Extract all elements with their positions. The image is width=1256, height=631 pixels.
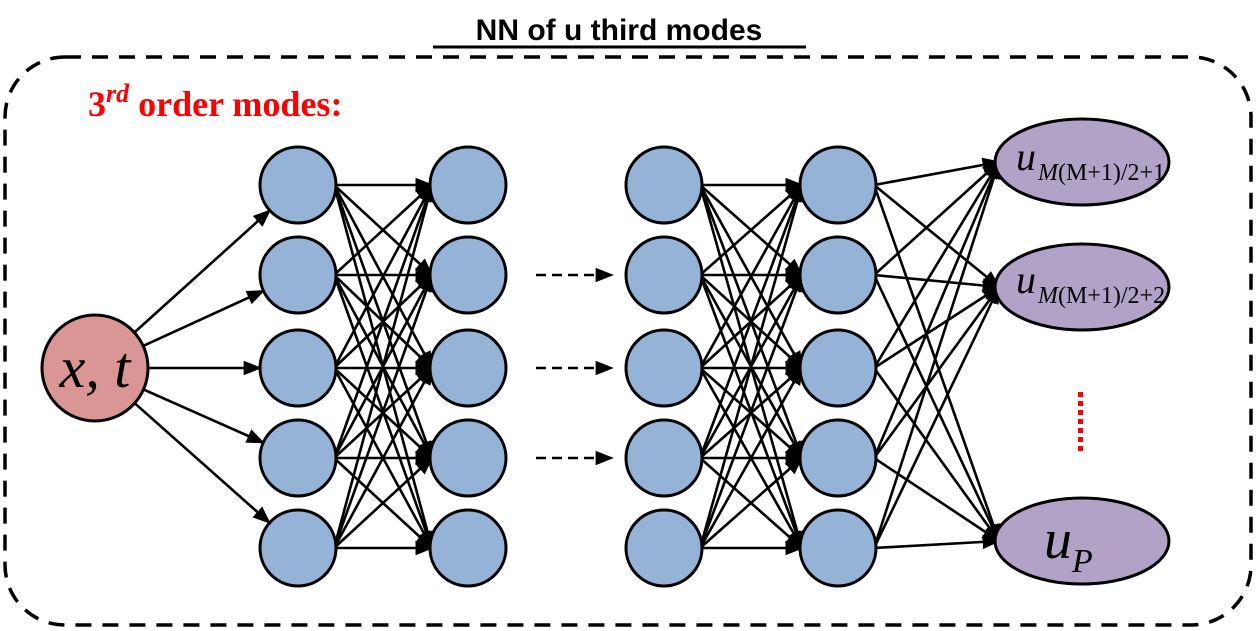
- ellipsis-dot: [1078, 419, 1083, 424]
- hidden-node-l2-n3: [428, 328, 508, 408]
- input-node-label: x, t: [59, 335, 133, 400]
- connection-hidden: [333, 183, 434, 276]
- connection-to-output: [873, 285, 1001, 370]
- ellipsis-dot: [1078, 392, 1083, 397]
- diagram-title: NN of u third modes: [476, 14, 763, 47]
- connection-input-to-l1: [142, 388, 265, 444]
- connection-hidden: [333, 456, 434, 549]
- hidden-node-l1-n1: [258, 145, 338, 225]
- hidden-node-l3-n1: [624, 145, 704, 225]
- input-node: x, t: [40, 313, 150, 423]
- connection-to-output: [872, 160, 1001, 369]
- hidden-node-l3-n5: [624, 508, 704, 588]
- connection-input-to-l1: [133, 209, 272, 334]
- continuation-arrows: [536, 267, 614, 466]
- connection-input-to-l1: [133, 402, 271, 524]
- connection-hidden: [332, 366, 434, 549]
- connection-to-output: [873, 456, 1001, 543]
- connection-to-output: [873, 157, 1001, 187]
- dashed-frame: [3, 55, 1253, 627]
- vertical-ellipsis: [1078, 392, 1083, 451]
- connection-hidden: [332, 183, 434, 369]
- connection-to-output: [873, 160, 1001, 276]
- nodes: x, t: [40, 145, 878, 588]
- hidden-node-l4-n1: [798, 145, 878, 225]
- ellipsis-dot: [1078, 428, 1083, 433]
- output-node-1-label: uM(M+1)/2+1: [1016, 134, 1165, 186]
- hidden-node-l1-n4: [258, 418, 338, 498]
- connection-input-to-l1: [142, 289, 266, 348]
- hidden-node-l2-n5: [428, 508, 508, 588]
- connection-to-output: [872, 160, 1001, 459]
- hidden-node-l4-n4: [798, 418, 878, 498]
- output-node-p: uP: [993, 496, 1171, 586]
- hidden-node-l4-n5: [798, 508, 878, 588]
- connection-to-output: [874, 534, 1001, 550]
- connection-hidden: [332, 183, 434, 459]
- connection-hidden: [332, 183, 435, 549]
- connection-hidden: [698, 183, 804, 369]
- output-node-2-label: uM(M+1)/2+2: [1016, 257, 1165, 309]
- hidden-node-l2-n4: [428, 418, 508, 498]
- output-node-2: uM(M+1)/2+2: [993, 242, 1171, 332]
- section-label-superscript: rd: [106, 79, 130, 108]
- ellipsis-dot: [1078, 410, 1083, 415]
- section-label: 3rd order modes:: [88, 79, 342, 124]
- output-nodes: uM(M+1)/2+1 uM(M+1)/2+2 uP: [993, 117, 1171, 586]
- hidden-node-l3-n4: [624, 418, 704, 498]
- hidden-node-l3-n2: [624, 235, 704, 315]
- connection-to-output: [872, 184, 1001, 543]
- connections: [133, 157, 1001, 556]
- connection-to-output: [872, 285, 1001, 549]
- hidden-node-l4-n3: [798, 328, 878, 408]
- section-label-number: 3: [88, 84, 106, 124]
- hidden-node-l3-n3: [624, 328, 704, 408]
- ellipsis-dot: [1078, 401, 1083, 406]
- ellipsis-dot: [1078, 446, 1083, 451]
- connection-to-output: [873, 285, 1001, 459]
- hidden-node-l2-n2: [428, 235, 508, 315]
- connection-hidden: [698, 273, 804, 549]
- connection-to-output: [873, 367, 1001, 543]
- connection-to-output: [872, 160, 1001, 549]
- connection-hidden: [699, 456, 804, 549]
- connection-to-output: [873, 183, 1001, 289]
- section-label-colon: :: [330, 84, 342, 124]
- connection-to-output: [873, 273, 1001, 293]
- hidden-node-l2-n1: [428, 145, 508, 225]
- hidden-node-l1-n5: [258, 508, 338, 588]
- connection-hidden: [698, 183, 804, 459]
- connection-hidden: [698, 366, 804, 549]
- hidden-node-l1-n2: [258, 235, 338, 315]
- connection-hidden: [699, 183, 804, 276]
- connection-hidden: [332, 273, 434, 549]
- hidden-node-l4-n2: [798, 235, 878, 315]
- ellipsis-dot: [1078, 437, 1083, 442]
- hidden-node-l1-n3: [258, 328, 338, 408]
- connection-to-output: [872, 274, 1001, 543]
- output-node-p-label: uP: [1044, 509, 1093, 580]
- output-node-1: uM(M+1)/2+1: [993, 117, 1171, 207]
- connection-hidden: [698, 183, 805, 549]
- section-label-text: order modes: [129, 84, 330, 124]
